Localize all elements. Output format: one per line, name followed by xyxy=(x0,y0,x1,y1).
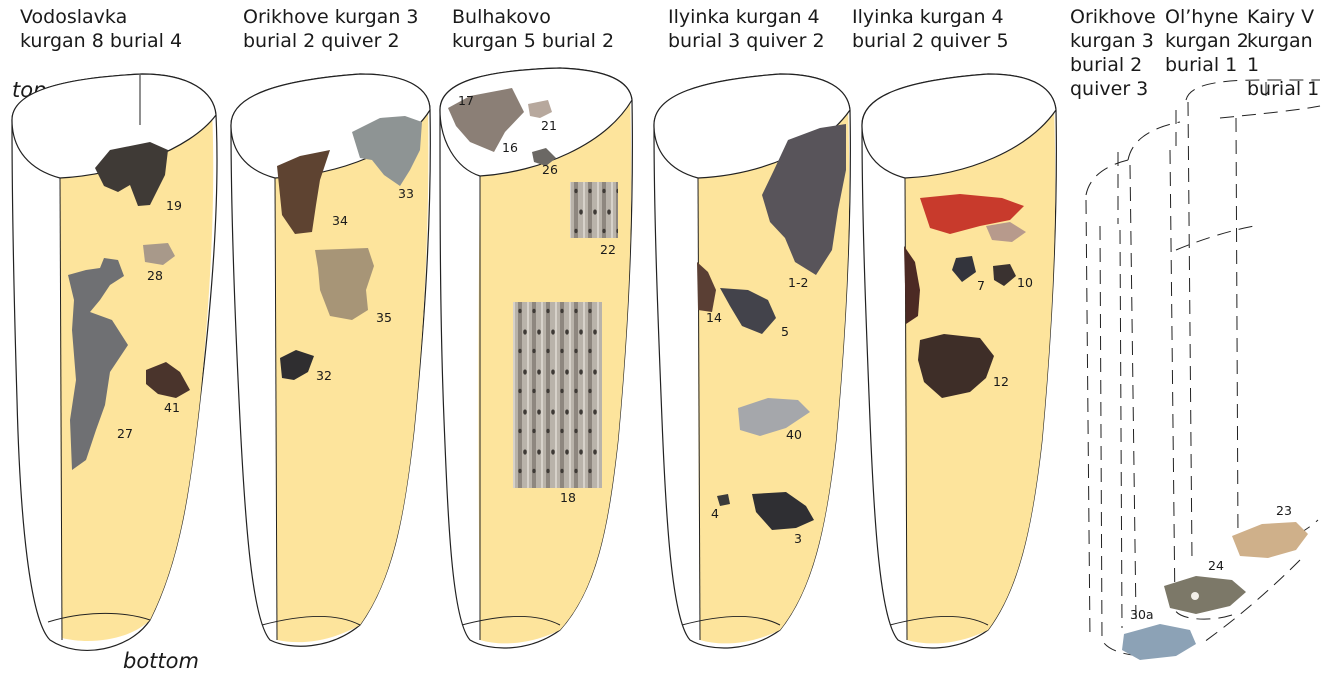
fragment-label-34: 34 xyxy=(332,213,348,228)
fragment-label-1-2: 1-2 xyxy=(788,275,808,290)
fragment-label-22: 22 xyxy=(600,242,616,257)
fragment-label-14: 14 xyxy=(706,310,722,325)
fragment-label-4: 4 xyxy=(711,506,719,521)
fragment-label-19: 19 xyxy=(166,198,182,213)
quiver-outline-kairy xyxy=(1186,80,1320,645)
quiver-orikhove-q2: 34 33 35 32 xyxy=(231,74,430,646)
fragment-label-17: 17 xyxy=(458,93,474,108)
fragment-label-33: 33 xyxy=(398,186,414,201)
fragment-24 xyxy=(1164,576,1246,614)
fragment-24-hole xyxy=(1191,592,1199,600)
fragment-label-28: 28 xyxy=(147,268,163,283)
quiver-group-dashed xyxy=(1086,80,1320,656)
fragment-label-23: 23 xyxy=(1276,503,1292,518)
fragment-label-26: 26 xyxy=(542,162,558,177)
quiver-ilyinka-b3: 1-2 14 5 40 4 3 xyxy=(654,74,850,648)
fragment-30a xyxy=(1122,624,1196,660)
fragment-label-41: 41 xyxy=(164,400,180,415)
fragment-label-35: 35 xyxy=(376,310,392,325)
fragment-label-7: 7 xyxy=(977,278,985,293)
fragment-label-27: 27 xyxy=(117,426,133,441)
fragment-18 xyxy=(513,302,602,488)
fragment-label-32: 32 xyxy=(316,368,332,383)
fragment-label-5: 5 xyxy=(781,324,789,339)
fragment-label-3: 3 xyxy=(794,531,802,546)
fragment-label-10: 10 xyxy=(1017,275,1033,290)
fragment-23 xyxy=(1232,522,1308,558)
quiver-group-fragments: 23 24 30a xyxy=(1122,503,1308,660)
quiver-bulhakovo: 17 21 16 26 22 18 xyxy=(440,68,632,648)
fragment-label-12: 12 xyxy=(993,374,1009,389)
quiver-ilyinka-b2: 7 10 12 xyxy=(862,74,1056,648)
fragment-label-40: 40 xyxy=(786,427,802,442)
fragment-22 xyxy=(570,182,618,238)
fragment-label-16: 16 xyxy=(502,140,518,155)
fragment-label-18: 18 xyxy=(560,490,576,505)
fragment-label-30a: 30a xyxy=(1130,607,1154,622)
quiver-vodoslavka: 19 28 27 41 xyxy=(12,74,217,650)
fragment-label-24: 24 xyxy=(1208,558,1224,573)
fragment-label-21: 21 xyxy=(541,118,557,133)
